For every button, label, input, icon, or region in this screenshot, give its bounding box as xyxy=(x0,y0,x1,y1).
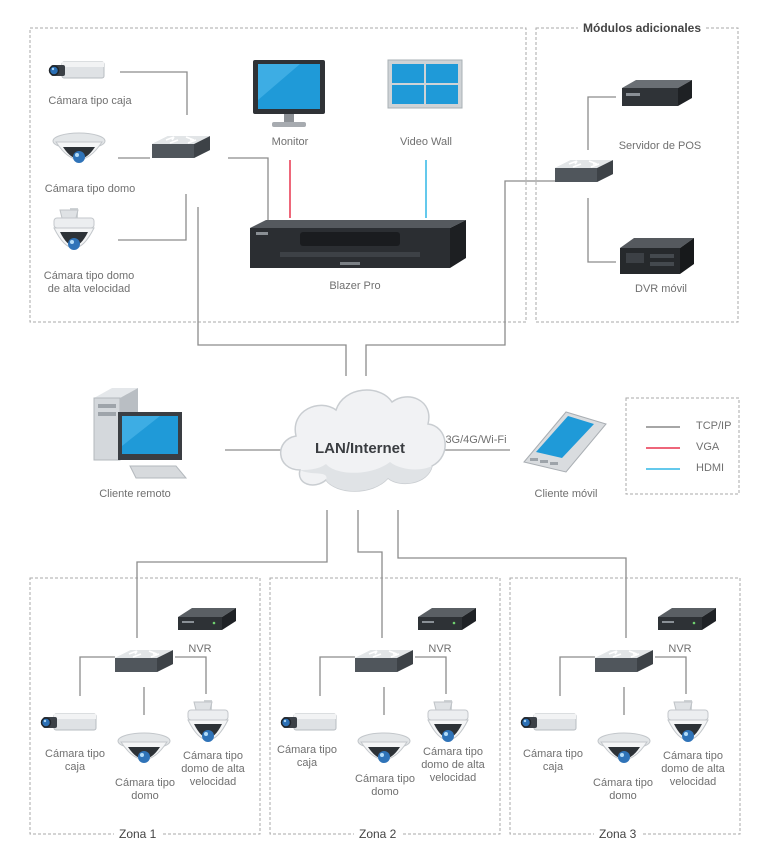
box-camera-icon xyxy=(40,713,97,731)
legend-label-vga: VGA xyxy=(696,441,720,453)
label-cloud: LAN/Internet xyxy=(315,440,405,457)
zone3-nvr-label: NVR xyxy=(668,643,692,655)
label-cam-dome: Cámara tipo domo xyxy=(44,183,136,195)
cloud-icon xyxy=(279,389,446,492)
remote-client-icon xyxy=(93,388,188,479)
box-camera-icon xyxy=(280,713,337,731)
videowall-icon xyxy=(387,59,463,109)
dome-camera-icon xyxy=(117,732,171,764)
ptz-camera-icon xyxy=(667,699,709,743)
pos-server-icon xyxy=(622,80,692,106)
label-remote-client: Cliente remoto xyxy=(99,488,171,500)
legend-label-hdmi: HDMI xyxy=(696,462,725,474)
dome-camera-icon xyxy=(52,132,106,164)
legend-label-tcpip: TCP/IP xyxy=(696,420,732,432)
zone3-cam-dome-label: Cámara tipo domo xyxy=(593,777,653,802)
zone1-cam-box-label: Cámara tipo caja xyxy=(45,748,105,773)
blazer-pro-nvr-icon xyxy=(250,220,466,268)
switch-icon xyxy=(151,135,211,159)
module-switch-icon xyxy=(554,159,614,183)
mobile-dvr-icon xyxy=(620,238,694,274)
zone-1-title: Zona 1 xyxy=(114,827,162,841)
zone2-cam-ptz-label: Cámara tipo domo de alta velocidad xyxy=(421,746,485,784)
label-blazer-pro: Blazer Pro xyxy=(329,280,381,292)
monitor-icon xyxy=(253,60,325,127)
zone2-cam-dome-label: Cámara tipo domo xyxy=(355,773,415,798)
label-cam-ptz: Cámara tipo domo de alta velocidad xyxy=(43,270,135,295)
zone-3-devices xyxy=(520,608,716,764)
nvr-icon xyxy=(658,608,716,630)
switch-icon xyxy=(354,649,414,673)
zone1-cam-dome-label: Cámara tipo domo xyxy=(115,777,175,802)
modules-title: Módulos adicionales xyxy=(578,21,707,35)
zone2-nvr-label: NVR xyxy=(428,643,452,655)
box-camera-icon xyxy=(520,713,577,731)
box-camera-icon xyxy=(48,61,105,79)
ptz-camera-icon xyxy=(427,699,469,743)
nvr-icon xyxy=(418,608,476,630)
label-wireless: 3G/4G/Wi-Fi xyxy=(445,434,507,446)
zone3-cam-box-label: Cámara tipo caja xyxy=(523,748,583,773)
zone1-cam-ptz-label: Cámara tipo domo de alta velocidad xyxy=(181,750,245,788)
switch-icon xyxy=(594,649,654,673)
nvr-icon xyxy=(178,608,236,630)
dome-camera-icon xyxy=(357,732,411,764)
label-mobile-dvr: DVR móvil xyxy=(635,283,687,295)
ptz-camera-icon xyxy=(53,207,95,251)
ptz-camera-icon xyxy=(187,699,229,743)
label-pos-server: Servidor de POS xyxy=(618,140,702,152)
zone-1-devices xyxy=(40,608,236,764)
zone2-cam-box-label: Cámara tipo caja xyxy=(277,744,337,769)
zone-2-devices xyxy=(280,608,476,764)
zone-3-title: Zona 3 xyxy=(594,827,642,841)
zone-2-title: Zona 2 xyxy=(354,827,402,841)
label-mobile-client: Cliente móvil xyxy=(534,488,598,500)
zone1-nvr-label: NVR xyxy=(188,643,212,655)
legend-lines xyxy=(646,426,680,470)
mobile-client-icon xyxy=(523,411,607,473)
label-cam-box: Cámara tipo caja xyxy=(48,95,132,107)
zone3-cam-ptz-label: Cámara tipo domo de alta velocidad xyxy=(661,750,725,788)
dome-camera-icon xyxy=(597,732,651,764)
switch-icon xyxy=(114,649,174,673)
label-monitor: Monitor xyxy=(271,136,309,148)
tcpip-lines xyxy=(79,71,687,715)
label-videowall: Video Wall xyxy=(400,136,452,148)
